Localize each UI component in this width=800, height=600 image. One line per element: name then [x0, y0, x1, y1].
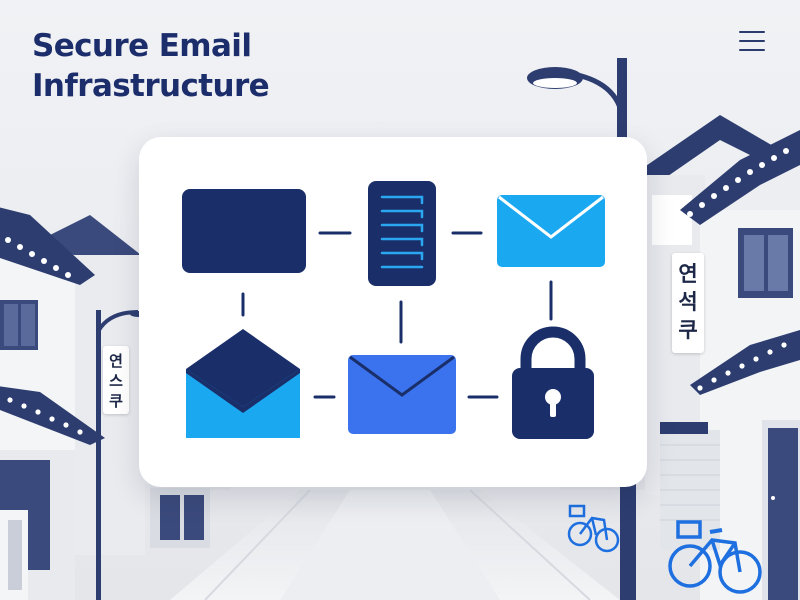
bicycle-large: [668, 520, 762, 594]
sign-char: 스: [109, 372, 123, 390]
right-buildings: [640, 115, 800, 600]
server-icon: [368, 181, 436, 286]
email-infrastructure-diagram: [182, 181, 605, 439]
left-buildings: [0, 207, 210, 600]
sign-char: 석: [678, 290, 698, 314]
road: [170, 489, 620, 600]
menu-bar: [739, 40, 765, 42]
bicycle-small: [567, 504, 620, 553]
open-envelope-icon: [186, 329, 300, 438]
sign-char: 연: [109, 352, 123, 370]
envelope-blue-icon: [348, 355, 456, 434]
page-title: Secure Email Infrastructure: [32, 26, 270, 106]
lock-icon: [512, 326, 594, 439]
sign-char: 쿠: [678, 318, 698, 342]
street-sign-right: 연 석 쿠: [672, 253, 704, 353]
title-line-2: Infrastructure: [32, 68, 270, 104]
right-street-lamp: [527, 58, 636, 600]
menu-bar: [739, 31, 765, 33]
hamburger-menu-icon[interactable]: [736, 28, 768, 54]
diagram-card: [139, 137, 647, 487]
street-sign-left: 연 스 쿠: [103, 346, 129, 414]
menu-bar: [739, 49, 765, 51]
connector-lines: [241, 231, 553, 399]
title-line-1: Secure Email: [32, 28, 252, 64]
envelope-icon: [497, 195, 605, 267]
sign-char: 연: [678, 262, 698, 286]
mail-block-icon: [182, 189, 306, 273]
sign-char: 쿠: [109, 392, 123, 410]
